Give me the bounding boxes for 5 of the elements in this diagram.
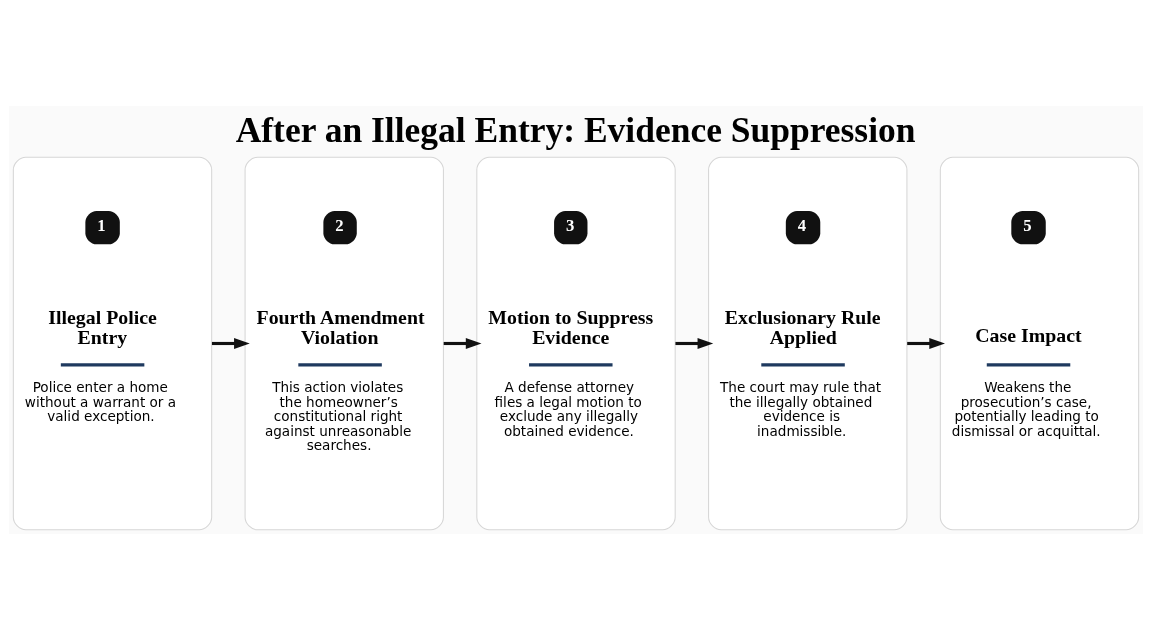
arrow: [675, 338, 714, 349]
arrow: [211, 338, 250, 349]
diagram-title: After an Illegal Entry: Evidence Suppression: [235, 109, 916, 150]
arrow: [443, 338, 482, 349]
arrow: [907, 338, 945, 349]
